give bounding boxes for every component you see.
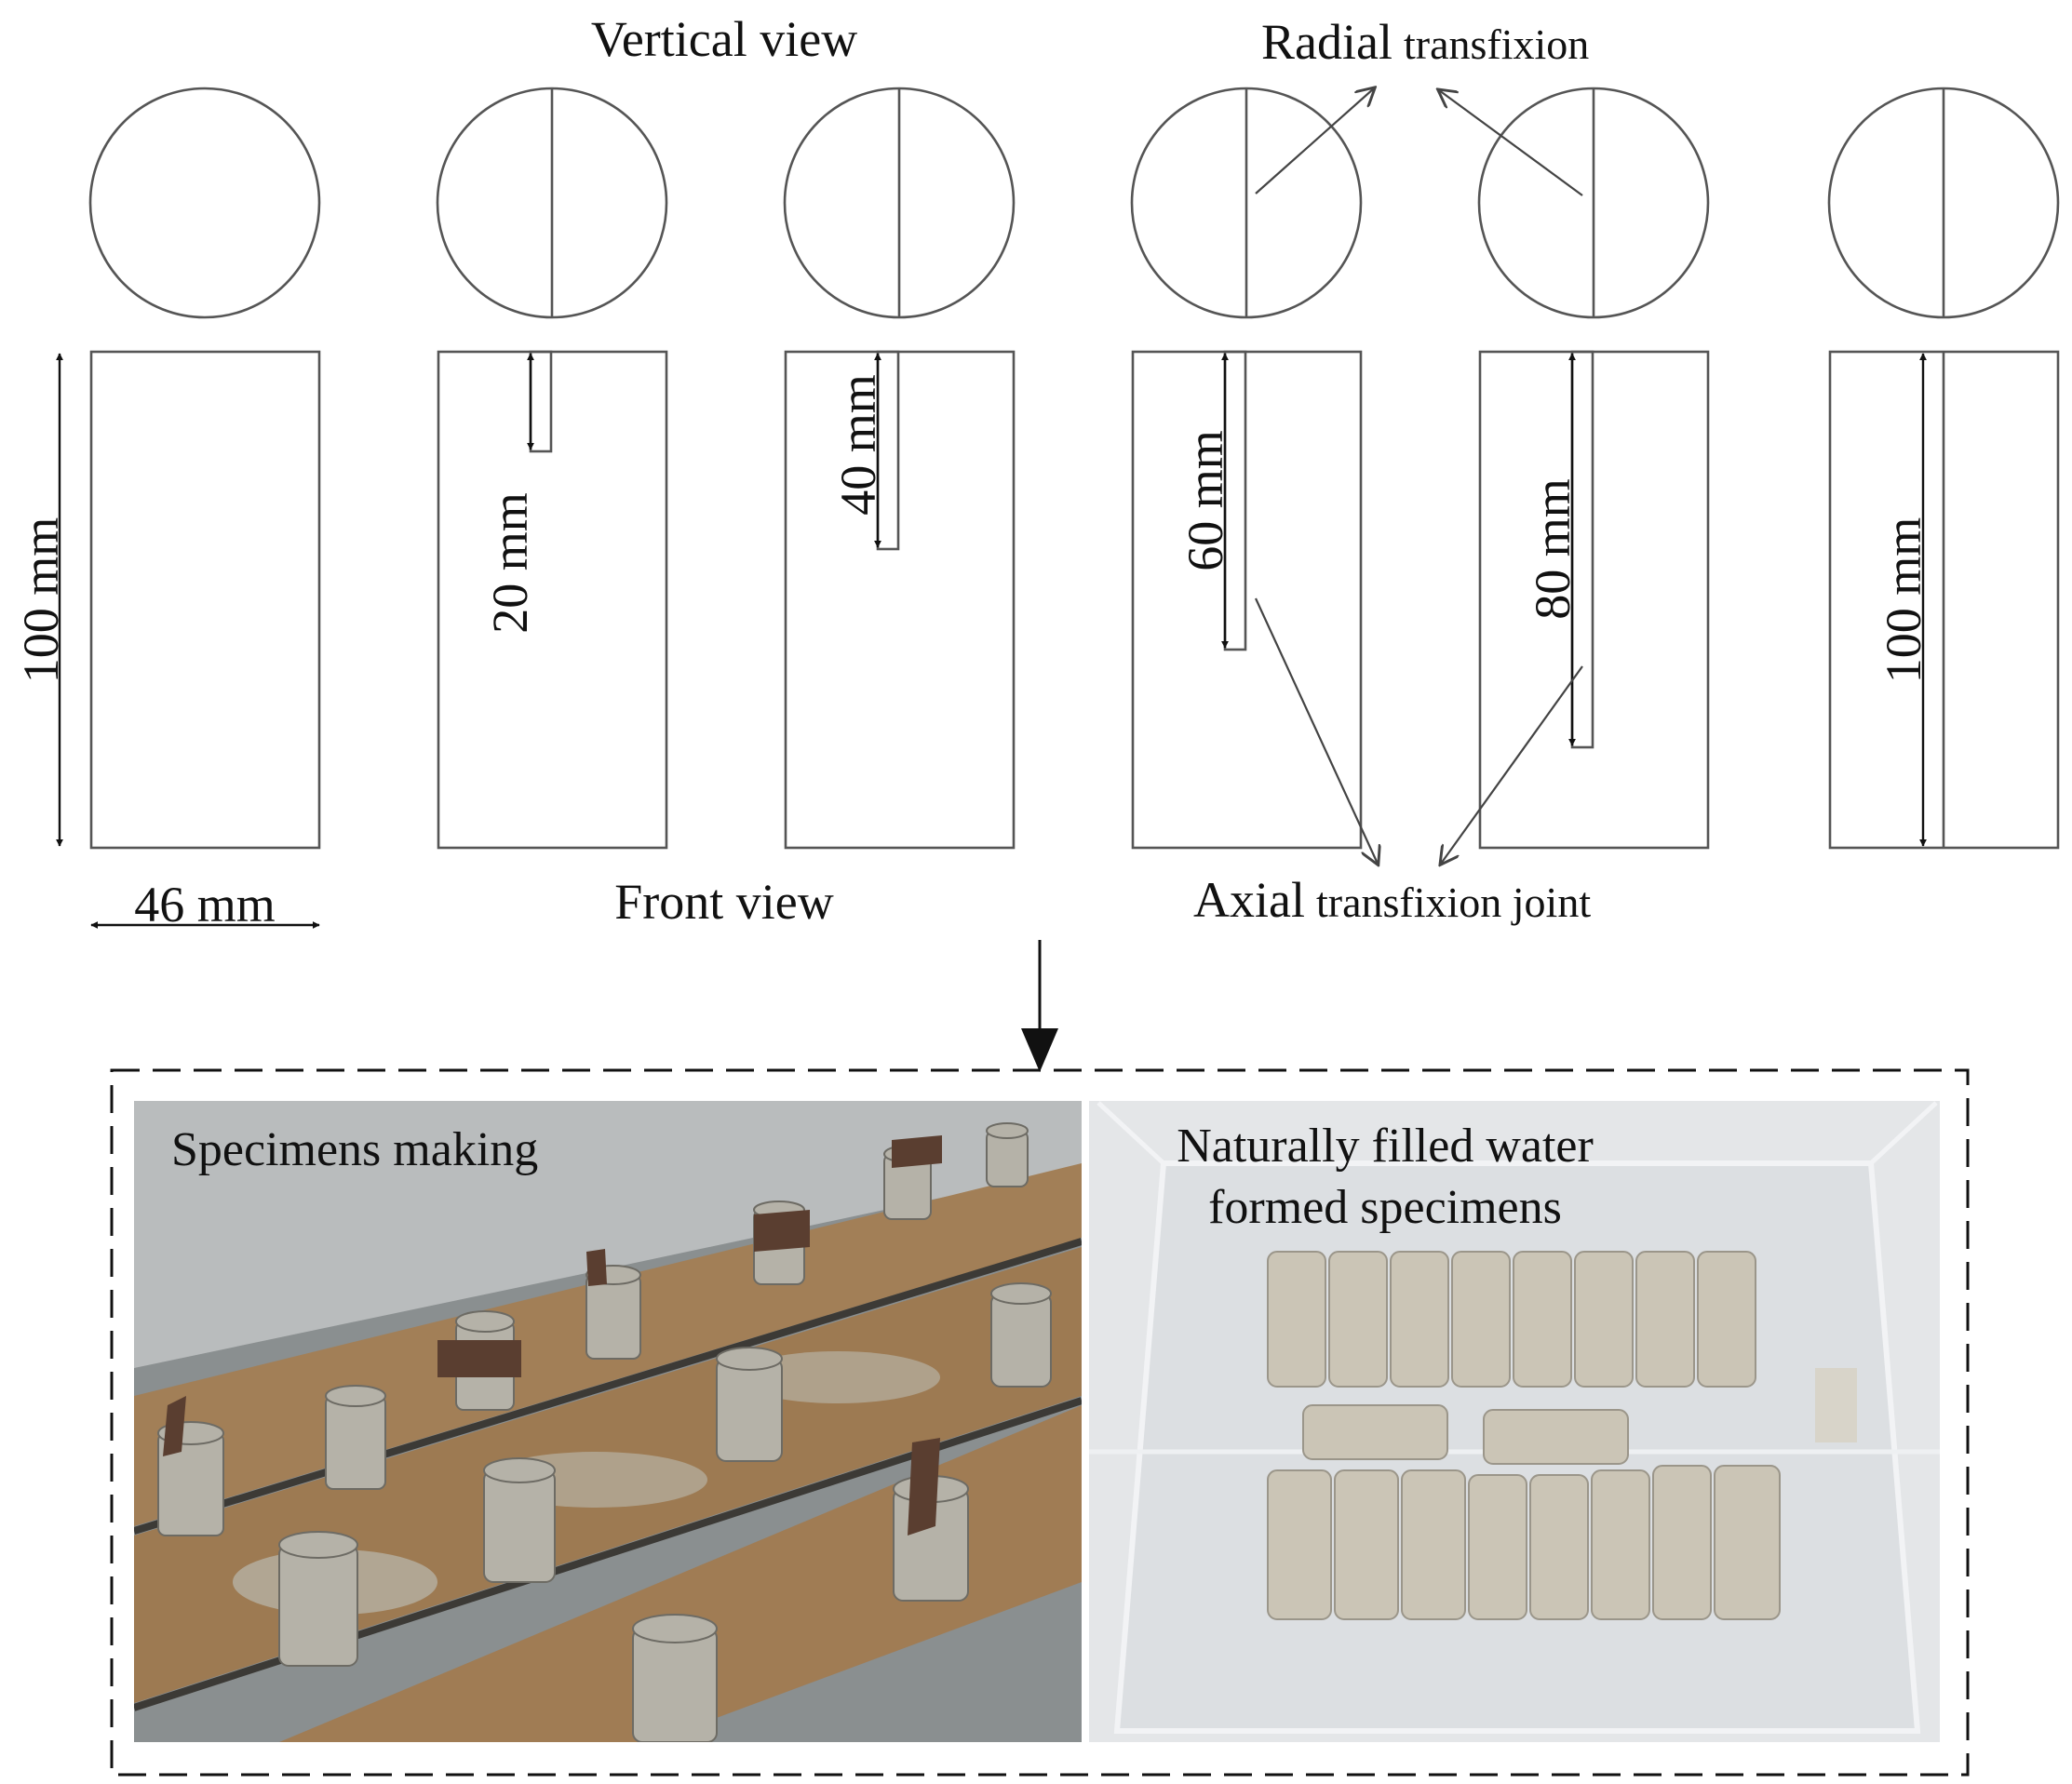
joint-80mm-label: 80 mm [1525,478,1581,620]
joint-20mm-label: 20 mm [482,492,538,634]
photo-frame [110,1068,1970,1777]
radial-leader-arrow-right [1439,90,1583,196]
top-view-100mm [1827,87,2060,319]
top-view-20mm [436,87,668,319]
vertical-view-label: Vertical view [591,11,857,67]
axial-leader-arrow-left [1255,597,1378,864]
front-view-20mm [437,350,668,850]
radial-leader-arrow-left [1255,88,1374,194]
down-arrow-icon [1021,1028,1058,1072]
joint-100mm-label: 100 mm [1876,517,1931,684]
front-view-40mm [784,350,1016,850]
front-view-row [89,350,2060,850]
front-view-80mm [1478,350,1710,850]
photo-right-label-line2: formed specimens [1208,1181,1562,1234]
photo-specimens-making: Specimens making [134,1101,1082,1742]
joint-40mm-label: 40 mm [830,374,886,516]
vertical-view-row [88,87,2060,319]
front-view-100mm [1828,350,2060,850]
height-dimension-label: 100 mm [13,517,69,684]
top-view-60mm [1130,87,1363,319]
front-view-60mm [1131,350,1363,850]
axial-leader-arrow-right [1441,665,1583,864]
photo-left-label: Specimens making [171,1123,538,1176]
width-dimension-label: 46 mm [134,877,276,932]
front-view-intact [89,350,321,850]
joint-60mm-label: 60 mm [1177,430,1233,571]
photo-right-label-line1: Naturally filled water [1177,1120,1594,1173]
top-view-80mm [1477,87,1710,319]
top-view-intact [88,87,321,319]
photo-water-formed-specimens: Naturally filled water formed specimens [1089,1101,1940,1742]
top-view-40mm [783,87,1016,319]
front-view-label: Front view [614,874,834,930]
